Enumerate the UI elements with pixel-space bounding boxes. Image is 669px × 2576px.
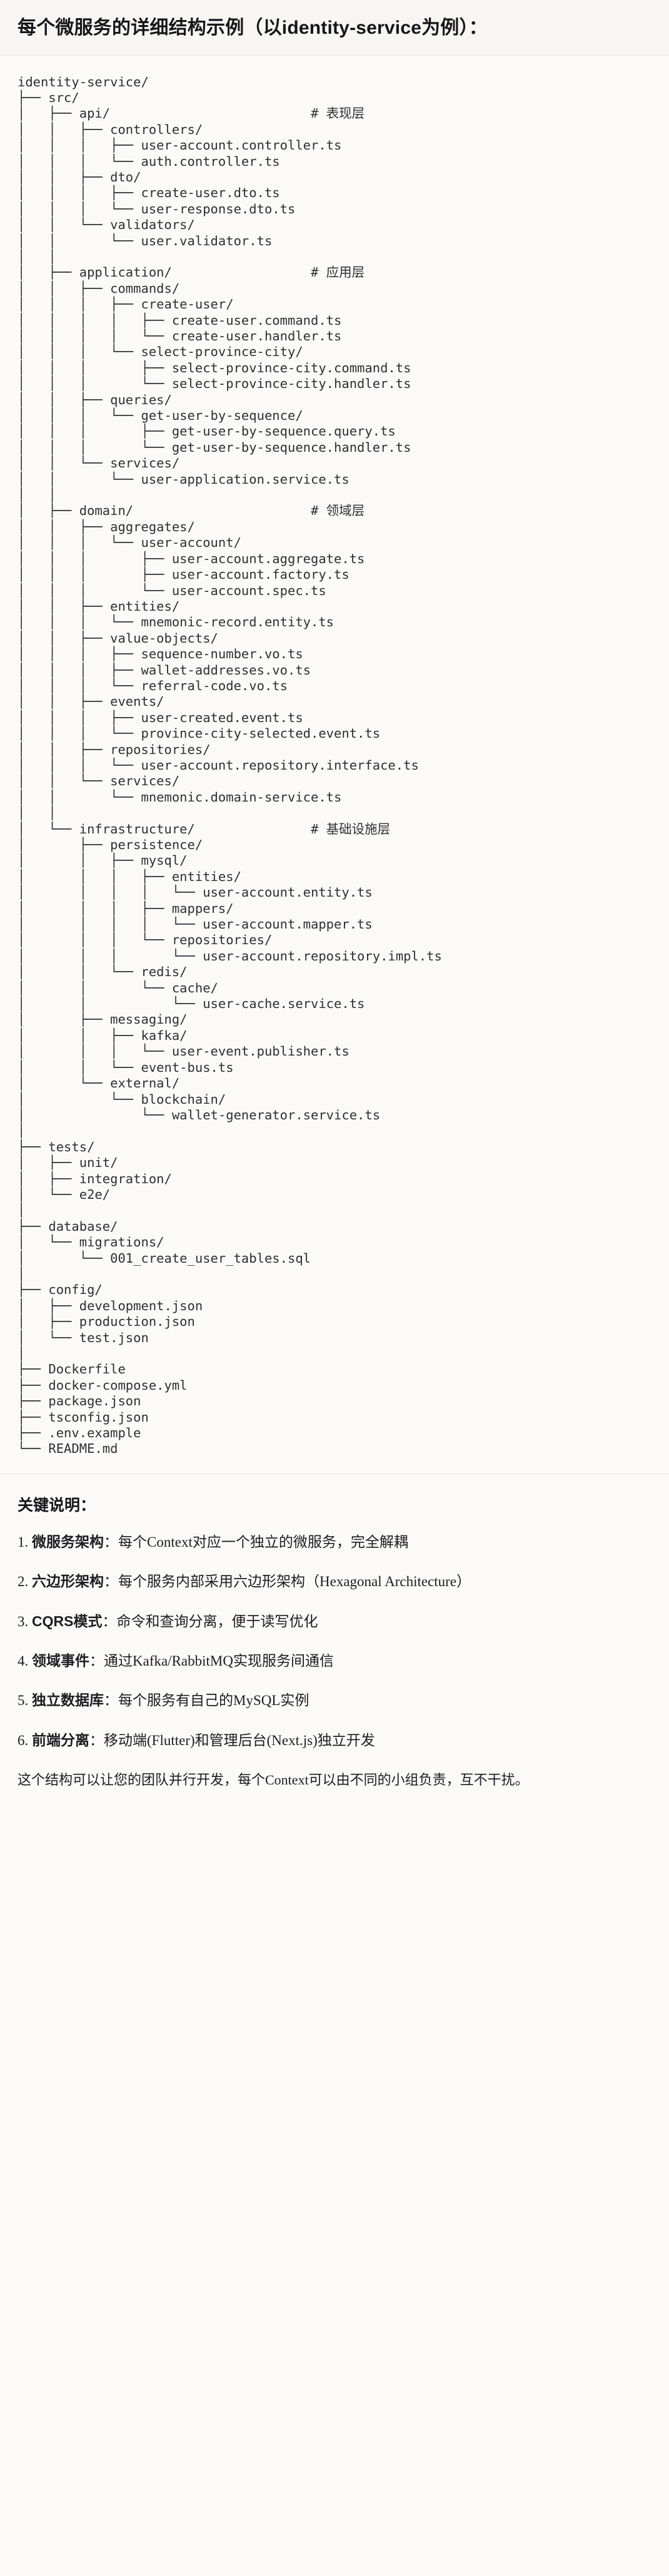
key-note-number: 6. bbox=[18, 1732, 32, 1748]
key-note-item: 1. 微服务架构：每个Context对应一个独立的微服务，完全解耦 bbox=[18, 1532, 651, 1552]
key-note-number: 3. bbox=[18, 1613, 32, 1629]
key-note-separator: ： bbox=[89, 1652, 104, 1669]
key-note-number: 4. bbox=[18, 1652, 32, 1669]
key-note-label: CQRS模式 bbox=[32, 1612, 103, 1629]
key-note-text: 移动端(Flutter)和管理后台(Next.js)独立开发 bbox=[104, 1732, 375, 1748]
key-note-separator: ： bbox=[102, 1613, 117, 1629]
key-note-label: 六边形架构 bbox=[32, 1573, 104, 1590]
key-note-item: 3. CQRS模式：命令和查询分离，便于读写优化 bbox=[18, 1611, 651, 1632]
key-note-separator: ： bbox=[104, 1693, 118, 1709]
key-note-text: 通过Kafka/RabbitMQ实现服务间通信 bbox=[104, 1652, 334, 1669]
key-note-item: 2. 六边形架构：每个服务内部采用六边形架构（Hexagonal Archite… bbox=[18, 1571, 651, 1592]
key-note-separator: ： bbox=[104, 1534, 118, 1550]
key-notes-heading: 关键说明： bbox=[18, 1496, 96, 1514]
key-note-separator: ： bbox=[104, 1574, 118, 1590]
key-note-text: 每个服务内部采用六边形架构（Hexagonal Architecture） bbox=[118, 1574, 471, 1590]
page-header: 每个微服务的详细结构示例（以identity-service为例）： bbox=[0, 0, 669, 56]
page-title: 每个微服务的详细结构示例（以identity-service为例）： bbox=[18, 18, 488, 38]
key-note-text: 每个服务有自己的MySQL实例 bbox=[118, 1693, 309, 1709]
key-note-label: 微服务架构 bbox=[32, 1533, 104, 1550]
key-note-separator: ： bbox=[89, 1732, 104, 1748]
key-note-label: 领域事件 bbox=[32, 1652, 89, 1669]
key-note-number: 5. bbox=[18, 1693, 32, 1709]
key-note-label: 独立数据库 bbox=[32, 1692, 104, 1709]
directory-tree-block: identity-service/ ├── src/ │ ├── api/ # … bbox=[0, 55, 669, 1474]
key-note-number: 2. bbox=[18, 1574, 32, 1590]
page-root: 每个微服务的详细结构示例（以identity-service为例）： ident… bbox=[0, 0, 669, 1811]
key-note-label: 前端分离 bbox=[32, 1731, 89, 1748]
key-note-item: 4. 领域事件：通过Kafka/RabbitMQ实现服务间通信 bbox=[18, 1651, 651, 1671]
key-note-text: 每个Context对应一个独立的微服务，完全解耦 bbox=[118, 1534, 408, 1550]
directory-tree: identity-service/ ├── src/ │ ├── api/ # … bbox=[18, 74, 442, 1457]
key-note-item: 5. 独立数据库：每个服务有自己的MySQL实例 bbox=[18, 1690, 651, 1711]
closing-paragraph: 这个结构可以让您的团队并行开发，每个Context可以由不同的小组负责，互不干扰… bbox=[18, 1771, 529, 1788]
key-note-item: 6. 前端分离：移动端(Flutter)和管理后台(Next.js)独立开发 bbox=[18, 1730, 651, 1751]
key-note-number: 1. bbox=[18, 1534, 32, 1550]
key-note-text: 命令和查询分离，便于读写优化 bbox=[116, 1613, 318, 1629]
